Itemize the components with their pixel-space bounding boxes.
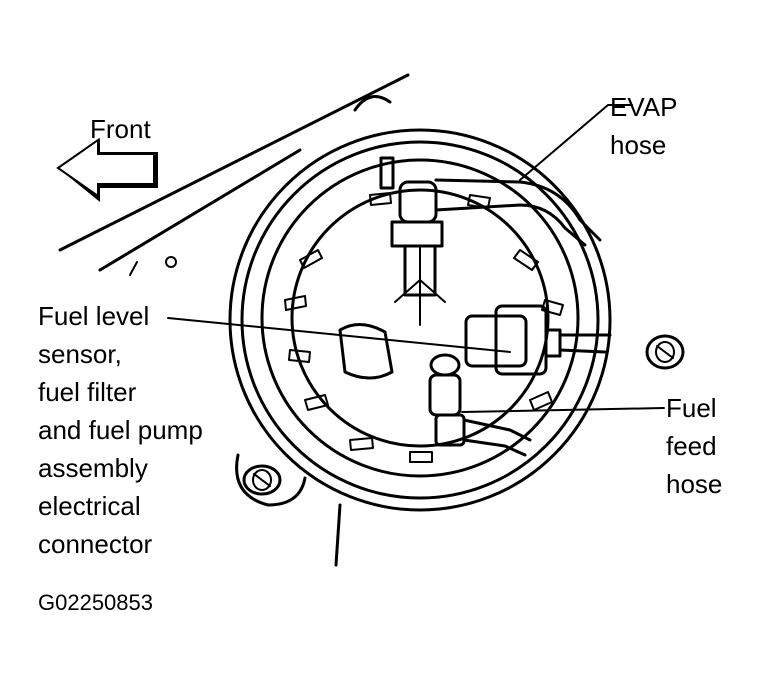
fuel-feed-fitting [428, 353, 532, 457]
sensor-body [338, 323, 394, 380]
front-label: Front [90, 114, 151, 144]
tank-ridge-mark [129, 261, 138, 276]
lock-ring-slots [284, 192, 564, 463]
evap-hose-lower [434, 203, 587, 247]
flange-outer-ring [228, 128, 612, 512]
mounting-ear-right [645, 334, 685, 370]
fuel-level-connector-label: Fuel level sensor, fuel filter and fuel … [38, 301, 203, 559]
electrical-connector [464, 304, 612, 376]
tank-bump [353, 95, 392, 112]
fuel-feed-leader-line [461, 407, 665, 413]
evap-fitting [390, 180, 446, 326]
fuel-level-leader-line [167, 317, 511, 353]
figure-id: G02250853 [38, 590, 153, 615]
mounting-ear-left [235, 453, 307, 507]
evap-leader-line [519, 104, 633, 181]
tank-outline-lower [98, 148, 302, 272]
tank-hole [165, 256, 177, 268]
tank-outline [58, 73, 410, 252]
flange-inner-ring [290, 188, 550, 448]
evap-hose-label: EVAP hose [610, 92, 678, 160]
top-pin [379, 156, 395, 190]
evap-hose [434, 178, 602, 242]
left-arrow-icon [56, 138, 158, 202]
flange-third-ring [260, 158, 580, 478]
fuel-feed-hose-label: Fuel feed hose [666, 393, 723, 499]
tank-lower-seam [334, 503, 342, 567]
flange-second-ring [240, 140, 600, 500]
